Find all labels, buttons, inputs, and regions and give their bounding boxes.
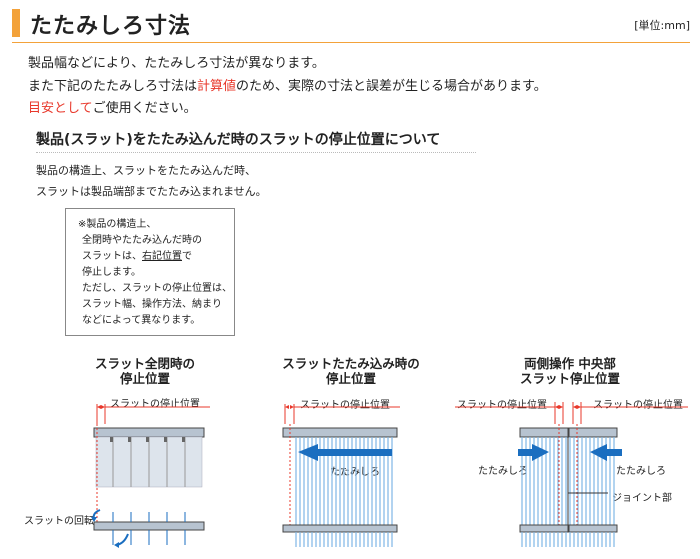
diagram-1-title-line-1: スラット全閉時の xyxy=(94,356,195,371)
section-desc-1: 製品の構造上、スラットをたたみ込んだ時、 xyxy=(36,164,256,177)
note-line-6: スラット幅、操作方法、納まり xyxy=(82,299,222,310)
intro-line-3: 目安としてご使用ください。 xyxy=(28,97,197,116)
diagram-2-graphic xyxy=(282,404,400,547)
page-title: たたみしろ寸法 xyxy=(30,14,192,39)
intro-line-2-text-end: のため、実際の寸法と誤差が生じる場合があります。 xyxy=(236,79,547,94)
diagram-2-stop-label: スラットの停止位置 xyxy=(300,400,390,411)
intro-line-3-highlight: 目安として xyxy=(28,101,93,116)
note-line-2: 全閉時やたたみ込んだ時の xyxy=(82,235,202,246)
note-line-5: ただし、スラットの停止位置は、 xyxy=(82,283,232,294)
note-line-3: スラットは、右記位置で xyxy=(82,250,192,264)
note-line-7: などによって異なります。 xyxy=(82,315,201,326)
diagram-3-stop-label-left: スラットの停止位置 xyxy=(457,400,547,411)
diagram-2-title-line-1: スラットたたみ込み時の xyxy=(282,356,420,371)
note-line-3-text-end: で xyxy=(182,251,192,262)
diagram-1-title: スラット全閉時の 停止位置 xyxy=(75,356,215,386)
unit-label: [単位:mm] xyxy=(634,19,690,32)
note-box xyxy=(65,208,235,336)
note-line-4: 停止します。 xyxy=(82,267,141,278)
note-line-1: ※製品の構造上、 xyxy=(78,219,157,230)
intro-line-2-text: また下記のたたみしろ寸法は xyxy=(28,79,198,94)
note-line-3-text: スラットは、 xyxy=(82,251,142,262)
diagram-2-title: スラットたたみ込み時の 停止位置 xyxy=(266,356,436,386)
section-divider xyxy=(36,152,476,153)
note-line-3-underlined: 右記位置 xyxy=(142,251,182,262)
rotation-label: スラットの回転 xyxy=(24,516,94,527)
diagram-3-graphic xyxy=(455,402,688,547)
intro-line-2-highlight: 計算値 xyxy=(197,79,237,94)
diagram-3-stop-label-right: スラットの停止位置 xyxy=(593,400,683,411)
joint-label: ジョイント部 xyxy=(612,493,672,504)
intro-line-2: また下記のたたみしろ寸法は計算値のため、実際の寸法と誤差が生じる場合があります。 xyxy=(28,75,547,94)
title-accent-bar xyxy=(12,9,20,37)
diagram-1-stop-label: スラットの停止位置 xyxy=(110,399,200,410)
diagram-3-title: 両側操作 中央部 スラット停止位置 xyxy=(500,356,640,386)
section-desc-2: スラットは製品端部までたたみ込まれません。 xyxy=(36,185,267,198)
diagram-3-tatamishiro-right-label: たたみしろ xyxy=(616,462,666,477)
diagram-3-tatamishiro-left-label: たたみしろ xyxy=(478,462,528,477)
intro-line-1: 製品幅などにより、たたみしろ寸法が異なります。 xyxy=(28,56,325,71)
diagram-1-graphic xyxy=(91,404,210,548)
intro-line-3-text: ご使用ください。 xyxy=(92,101,197,116)
diagram-1-title-line-2: 停止位置 xyxy=(119,371,170,386)
diagram-3-title-line-1: 両側操作 中央部 xyxy=(524,356,616,371)
section-heading: 製品(スラット)をたたみ込んだ時のスラットの停止位置について xyxy=(36,132,441,148)
title-underline xyxy=(12,42,690,43)
diagram-3-title-line-2: スラット停止位置 xyxy=(519,371,620,386)
diagram-2-title-line-2: 停止位置 xyxy=(325,371,376,386)
